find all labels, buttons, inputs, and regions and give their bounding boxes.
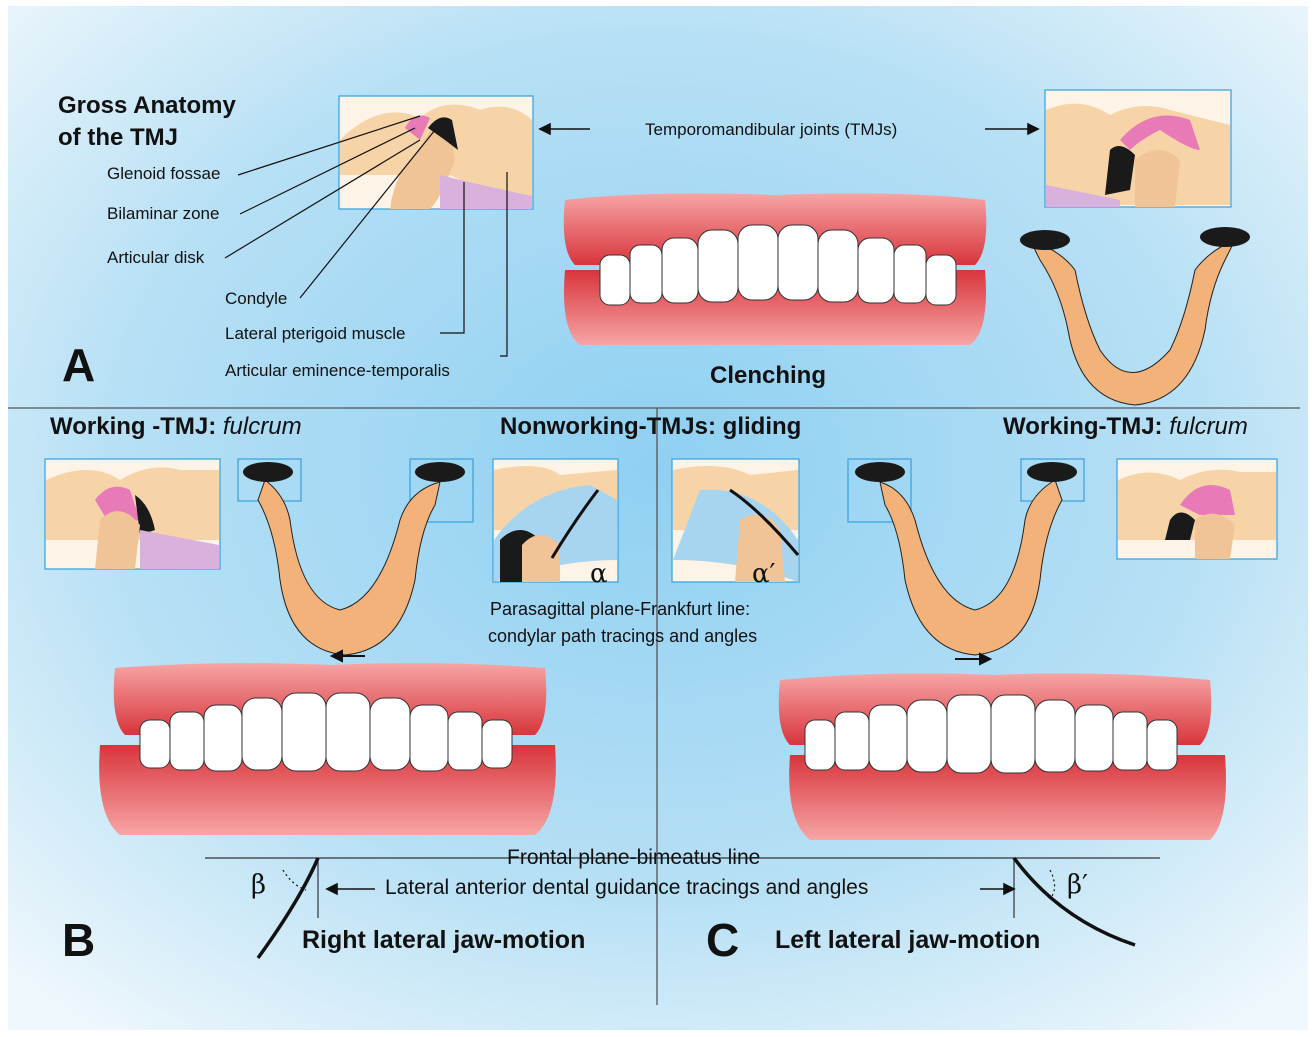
label-glenoid-fossae: Glenoid fossae bbox=[107, 164, 220, 184]
clenching-teeth bbox=[564, 193, 987, 345]
beta-label: β bbox=[251, 870, 266, 900]
parasagittal-line1: Parasagittal plane-Frankfurt line: bbox=[490, 599, 750, 620]
panel-letter-b: B bbox=[62, 913, 95, 967]
left-lateral-motion-label: Left lateral jaw-motion bbox=[775, 926, 1040, 955]
tmj-inset-right bbox=[1045, 90, 1231, 207]
lateral-guidance-label: Lateral anterior dental guidance tracing… bbox=[385, 876, 868, 900]
label-articular-disk: Articular disk bbox=[107, 248, 204, 268]
right-lateral-motion-label: Right lateral jaw-motion bbox=[302, 926, 585, 955]
teeth-left-lateral bbox=[779, 673, 1226, 840]
tmj-inset-left bbox=[339, 96, 533, 209]
panel-letter-c: C bbox=[706, 913, 739, 967]
clenching-label: Clenching bbox=[710, 362, 826, 390]
label-condyle: Condyle bbox=[225, 289, 287, 309]
tmj-label: Temporomandibular joints (TMJs) bbox=[645, 120, 897, 140]
beta-prime-label: β′ bbox=[1067, 870, 1088, 900]
label-bilaminar-zone: Bilaminar zone bbox=[107, 204, 219, 224]
alpha-label: α bbox=[590, 559, 608, 589]
nonworking-inset-right bbox=[672, 459, 799, 582]
tmj-inset-working-right bbox=[1117, 459, 1277, 559]
anatomy-title-line2: of the TMJ bbox=[58, 124, 178, 152]
panel-letter-a: A bbox=[62, 338, 95, 392]
working-tmj-left: Working -TMJ: fulcrum bbox=[50, 413, 302, 441]
label-lateral-pterigoid: Lateral pterigoid muscle bbox=[225, 324, 405, 344]
nonworking-tmj-label: Nonworking-TMJs: gliding bbox=[500, 413, 801, 441]
teeth-right-lateral bbox=[99, 663, 556, 835]
working-tmj-right: Working-TMJ: fulcrum bbox=[1003, 413, 1248, 441]
parasagittal-line2: condylar path tracings and angles bbox=[488, 626, 757, 647]
tmj-inset-working-left bbox=[45, 459, 220, 569]
label-articular-eminence: Articular eminence-temporalis bbox=[225, 361, 450, 381]
frontal-plane-label: Frontal plane-bimeatus line bbox=[507, 846, 760, 870]
alpha-prime-label: α′ bbox=[752, 559, 775, 589]
anatomy-title-line1: Gross Anatomy bbox=[58, 92, 236, 120]
